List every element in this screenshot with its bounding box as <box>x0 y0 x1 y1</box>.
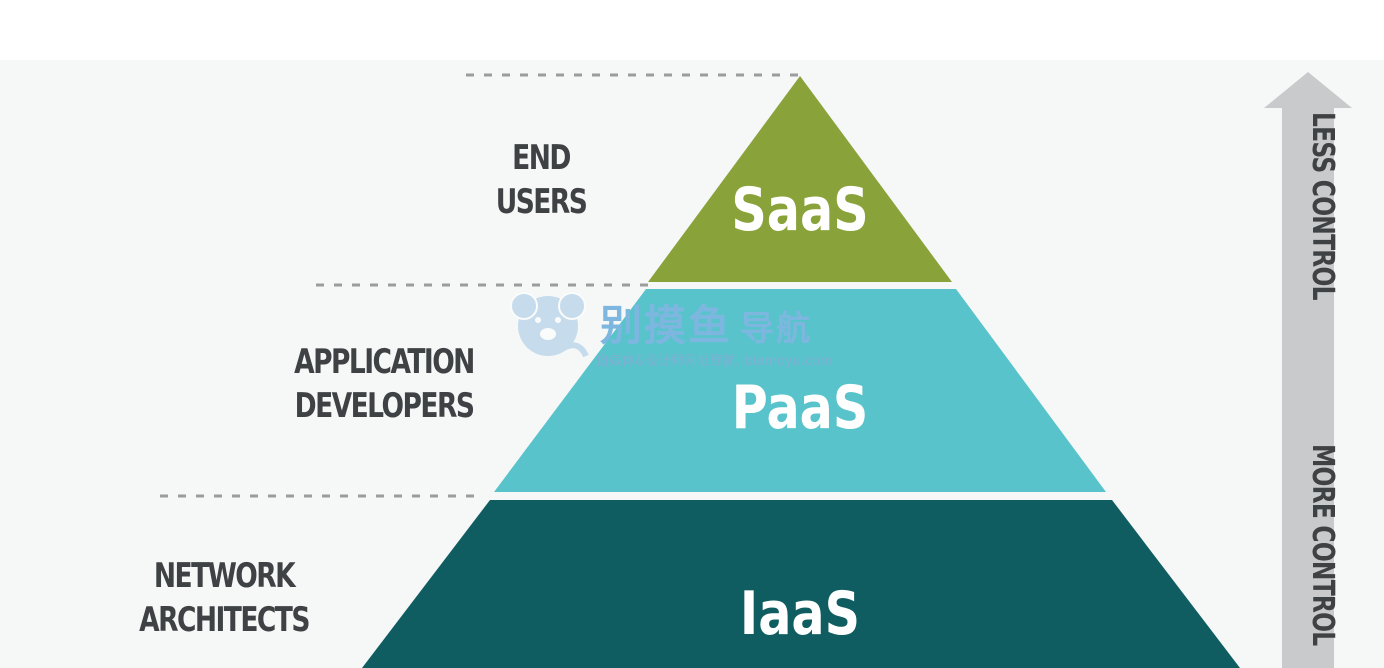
application-developers-label: APPLICATION DEVELOPERS <box>275 340 493 428</box>
application-developers-line-2: DEVELOPERS <box>294 386 475 426</box>
saas-tier-label: SaaS <box>731 174 868 244</box>
saas-tier <box>648 76 952 282</box>
watermark-title-accent: 导航 <box>740 309 813 349</box>
less-control-label: LESS CONTROL <box>1305 112 1340 300</box>
network-architects-line-1: NETWORK <box>153 556 296 596</box>
watermark-subtitle: 自媒体&设计师网址导航. biemoyu.com <box>596 354 833 369</box>
iaas-tier <box>362 500 1240 668</box>
end-users-label: END USERS <box>475 136 608 224</box>
control-arrow <box>1264 72 1352 668</box>
koala-logo-icon <box>510 292 589 358</box>
paas-tier-label: PaaS <box>732 372 869 442</box>
more-control-label: MORE CONTROL <box>1305 444 1340 646</box>
network-architects-label: NETWORK ARCHITECTS <box>130 554 317 642</box>
end-users-line-2: USERS <box>495 182 588 222</box>
iaas-tier-label: IaaS <box>740 578 860 648</box>
watermark-title: 别摸鱼导航 <box>600 292 812 353</box>
watermark: 别摸鱼导航 自媒体&设计师网址导航. biemoyu.com <box>512 290 872 370</box>
network-architects-line-2: ARCHITECTS <box>139 600 310 640</box>
end-users-line-1: END <box>512 138 571 178</box>
paas-tier <box>494 289 1106 492</box>
application-developers-line-1: APPLICATION <box>294 342 475 382</box>
watermark-title-main: 别摸鱼 <box>600 301 733 350</box>
